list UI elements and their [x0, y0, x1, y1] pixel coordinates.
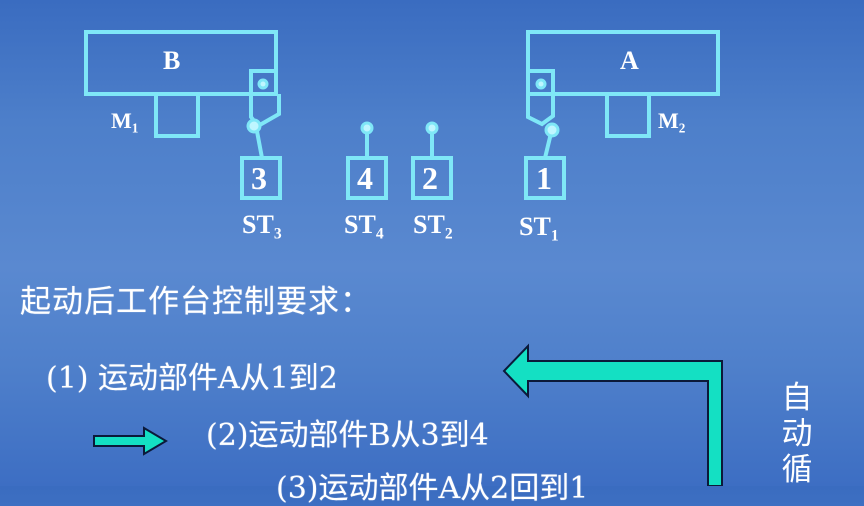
switch-label-st2: ST2 [413, 210, 453, 243]
switch-number-3: 3 [251, 160, 267, 196]
step-1: (1) 运动部件A从1到2 [46, 361, 338, 396]
switch-number-2: 2 [422, 160, 438, 196]
motor-m2-label: M2 [658, 108, 686, 136]
st4-roller-icon [360, 121, 374, 135]
switch-label-st3: ST3 [242, 210, 282, 243]
loop-label-char: 循 [781, 452, 813, 488]
loop-label-char: 动 [781, 416, 813, 452]
loop-label: 自 动 循 [780, 380, 814, 488]
part-a-label: A [620, 46, 639, 75]
motor-m2-box [605, 92, 651, 138]
switch-number-1: 1 [536, 160, 552, 196]
loop-return-arrow-icon [502, 343, 723, 486]
part-b-label: B [163, 46, 181, 75]
loop-label-char: 自 [781, 380, 813, 416]
motor-m1-label: M1 [111, 108, 139, 136]
switch-label-st4: ST4 [344, 210, 384, 243]
mechanism-diagram [84, 30, 723, 486]
switch-label-st1: ST1 [519, 212, 559, 245]
switch-number-4: 4 [357, 160, 373, 196]
step-3: (3)运动部件A从2回到1 [276, 471, 589, 506]
st2-roller-icon [425, 121, 439, 135]
part-a-cam [526, 94, 555, 127]
part-a-cam-pivot-box [526, 69, 555, 96]
part-a-pivot-icon [535, 78, 547, 90]
motor-m1-box [154, 92, 200, 138]
step-2: (2)运动部件B从3到4 [206, 418, 489, 453]
part-b-cam-pivot-box [249, 69, 278, 96]
st3-roller-icon [246, 118, 262, 134]
part-b-pivot-icon [257, 78, 269, 90]
part-b-body [84, 30, 278, 96]
switch-box-3 [240, 156, 282, 200]
section-heading: 起动后工作台控制要求： [20, 284, 372, 320]
next-step-arrow-icon [93, 426, 168, 456]
st1-roller-icon [544, 122, 560, 138]
